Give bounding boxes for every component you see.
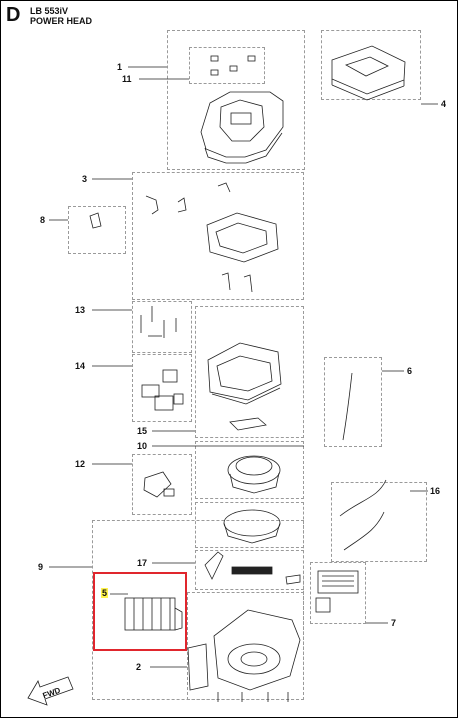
callout-12: 12 <box>75 459 86 469</box>
callout-14: 14 <box>75 361 86 371</box>
group-box-8 <box>68 206 126 254</box>
callout-7: 7 <box>391 618 397 628</box>
model-name: LB 553iV <box>30 6 69 16</box>
callout-3: 3 <box>82 174 88 184</box>
callout-6: 6 <box>407 366 413 376</box>
group-box-13 <box>132 301 192 353</box>
group-box-11 <box>189 47 265 84</box>
callout-11: 11 <box>122 74 132 84</box>
group-box-3 <box>132 172 304 300</box>
callout-2: 2 <box>136 662 142 672</box>
section-title: POWER HEAD <box>30 16 93 26</box>
callout-8: 8 <box>40 215 46 225</box>
group-box-14 <box>132 354 192 422</box>
callout-10: 10 <box>137 441 148 451</box>
callout-9: 9 <box>38 562 44 572</box>
callout-13: 13 <box>75 305 86 315</box>
callout-15: 15 <box>137 426 148 436</box>
group-box-12 <box>132 454 192 515</box>
highlight-box-5 <box>93 572 187 651</box>
group-box-17 <box>195 550 304 590</box>
callout-16: 16 <box>430 486 441 496</box>
fwd-label: FWD <box>41 686 61 701</box>
group-box-15 <box>195 306 304 438</box>
group-box-housing <box>187 592 304 700</box>
callout-1: 1 <box>117 62 123 72</box>
callout-4: 4 <box>441 99 447 109</box>
group-box-10 <box>195 441 304 499</box>
callout-17: 17 <box>137 558 148 568</box>
group-box-16 <box>331 482 427 562</box>
section-letter: D <box>6 4 21 26</box>
callout-5: 5 <box>101 588 109 598</box>
group-box-1 <box>167 30 305 170</box>
fwd-direction-arrow: FWD <box>41 686 61 701</box>
group-box-6 <box>324 357 382 447</box>
group-box-7 <box>310 562 366 624</box>
group-box-4 <box>321 30 421 100</box>
